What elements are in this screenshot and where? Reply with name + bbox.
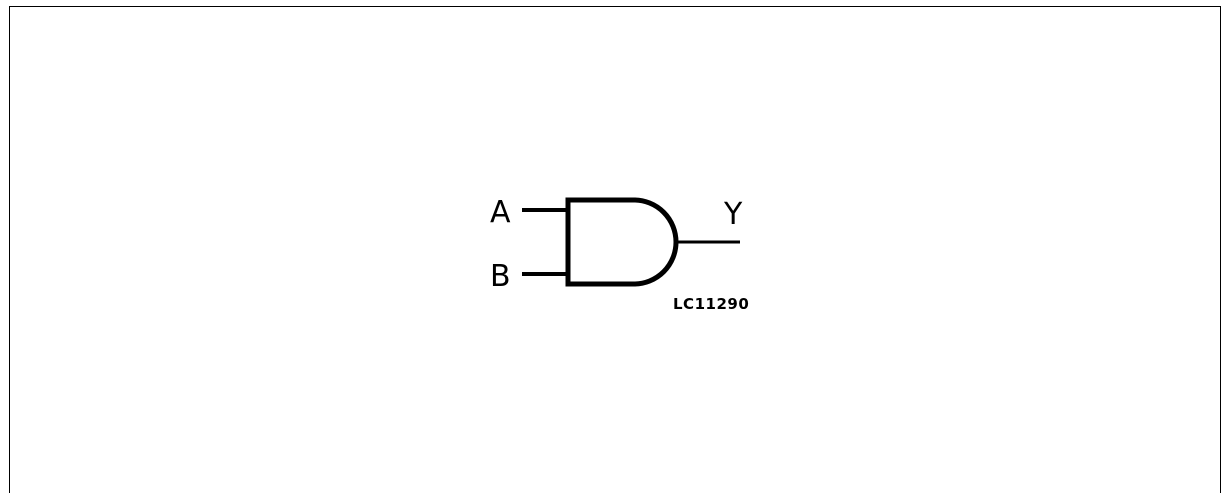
input-label-b: B <box>490 259 511 294</box>
output-label-y: Y <box>723 197 743 232</box>
input-label-a: A <box>490 195 511 230</box>
and-gate-body <box>565 197 679 287</box>
part-number-label: LC11290 <box>673 295 749 313</box>
diagram-frame <box>9 6 1221 493</box>
